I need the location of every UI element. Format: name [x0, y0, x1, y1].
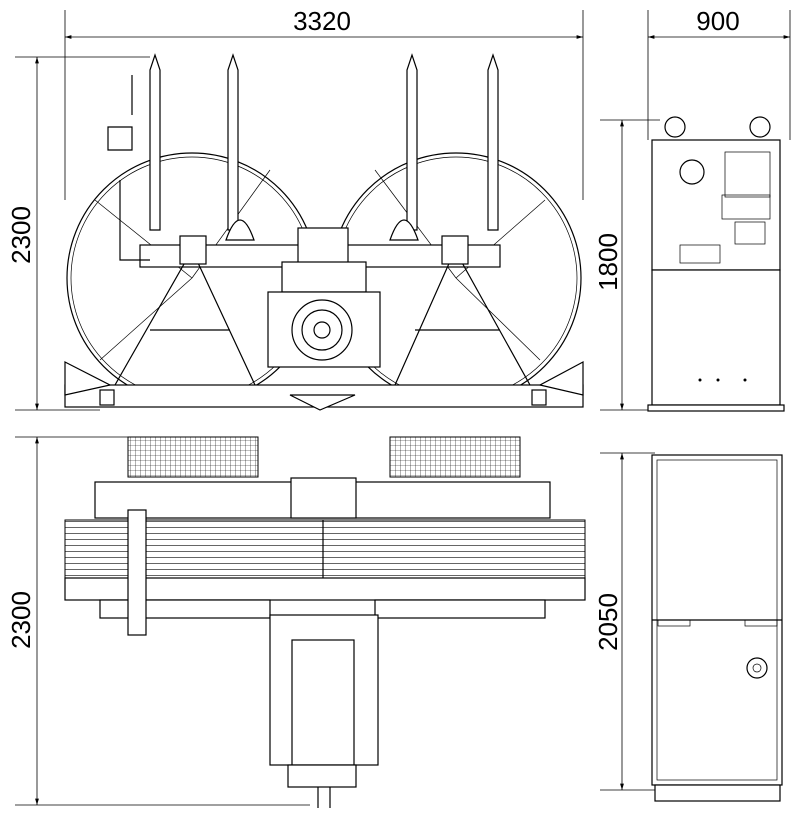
cable-drums	[64, 519, 586, 579]
dimension-side-height: 1800	[593, 119, 660, 411]
lifting-eye-left	[225, 219, 255, 241]
dimension-label: 2050	[593, 593, 623, 651]
dimension-side-width: 900	[647, 6, 791, 140]
dimension-label: 2300	[6, 206, 36, 264]
top-view	[64, 436, 586, 808]
plan-view	[651, 454, 783, 802]
dimension-top-depth: 2300	[6, 436, 310, 806]
dimension-plan-length: 2050	[593, 452, 655, 791]
reel-guard-left	[127, 436, 259, 478]
front-view	[64, 53, 584, 411]
control-panel	[651, 139, 781, 271]
dimension-label: 1800	[593, 233, 623, 291]
lifting-eye-right	[389, 219, 419, 241]
drive-unit	[267, 227, 381, 368]
dimension-front-height: 2300	[6, 56, 150, 411]
dimension-label: 900	[696, 6, 739, 36]
a-frame-left	[114, 235, 256, 386]
a-frame-right	[394, 235, 531, 386]
reel-spikes	[149, 53, 499, 231]
dimension-label: 3320	[293, 6, 351, 36]
dimension-label: 2300	[6, 591, 36, 649]
dimension-front-width: 3320	[64, 6, 584, 200]
reel-guard-right	[389, 436, 521, 478]
side-view	[647, 116, 785, 412]
